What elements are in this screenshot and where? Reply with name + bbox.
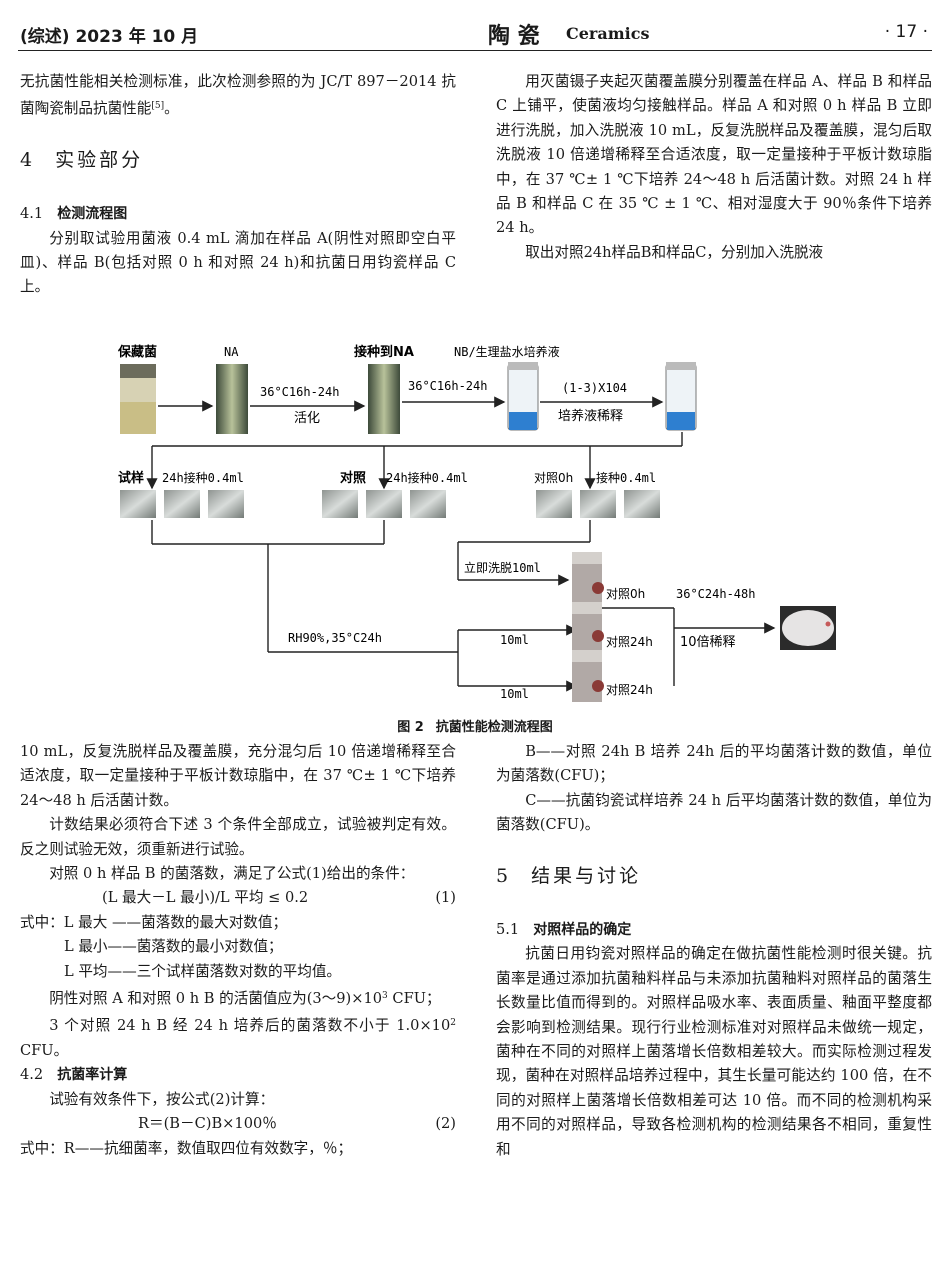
caption-title: 抗菌性能检测流程图 (435, 720, 553, 735)
definition: B——对照 24h B 培养 24h 后的平均菌落计数的数值，单位为菌落数(CF… (496, 743, 932, 785)
label-dilute10: 10倍稀释 (680, 635, 736, 650)
section-heading-5: 5 结果与讨论 (496, 864, 932, 888)
label-c0h: 对照0h (606, 587, 645, 601)
equation-1: (L 最大－L 最小)/L 平均 ≤ 0.2 (1) (20, 886, 456, 910)
nb-broth-tube-image (507, 362, 539, 431)
subsection-title: 对照样品的确定 (533, 922, 632, 939)
label-stock: 保藏菌 (117, 344, 157, 360)
label-nb-medium: NB/生理盐水培养液 (454, 344, 560, 359)
definition: 式中：L 最大 ——菌落数的最大对数值； (20, 913, 288, 931)
label-sample: 试样 (118, 470, 144, 486)
control-0h-plates (536, 490, 660, 518)
label-wash-now: 立即洗脱10ml (464, 560, 541, 575)
section-number: 4 (20, 148, 36, 171)
paragraph: 对照 0 h 样品 B 的菌落数，满足了公式(1)给出的条件： (49, 865, 415, 883)
paragraph: 抗菌日用钧瓷对照样品的确定在做抗菌性能检测时很关键。抗菌率是通过添加抗菌釉料样品… (496, 945, 932, 1158)
figure-caption: 图 2 抗菌性能检测流程图 (0, 716, 950, 735)
right-column-bottom: B——对照 24h B 培养 24h 后的平均菌落计数的数值，单位为菌落数(CF… (496, 740, 932, 1162)
paragraph-text: CFU。 (20, 1041, 69, 1059)
paragraph: 无抗菌性能相关检测标准，此次检测参照的为 JC/T 897－2014 抗菌陶瓷制… (20, 70, 456, 122)
label-inoc-0h: 接种0.4ml (596, 470, 656, 485)
subsection-number: 4.1 (20, 205, 44, 223)
paragraph-text: CFU； (387, 990, 441, 1008)
sample-plates (120, 490, 244, 518)
subsection-heading-5-1: 5.1 对照样品的确定 (496, 918, 932, 942)
definition: 式中：R——抗细菌率，数值取四位有效数字，％； (20, 1139, 353, 1157)
na-inoculated-tube-image (368, 364, 400, 434)
journal-title-cn: 陶 瓷 (488, 23, 540, 49)
paragraph: 试验有效条件下，按公式(2)计算： (49, 1090, 275, 1108)
section-title: 结果与讨论 (531, 864, 642, 887)
flowchart-figure: 保藏菌 NA 接种到NA NB/生理盐水培养液 36°C16h-24h 活化 3… (112, 340, 842, 705)
paragraph: 分别取试验用菌液 0.4 mL 滴加在样品 A(阴性对照即空白平皿)、样品 B(… (20, 229, 456, 296)
paragraph-text: 3 个对照 24 h B 经 24 h 培养后的菌落数不小于 1.0×10 (49, 1017, 451, 1035)
subsection-title: 抗菌率计算 (57, 1067, 128, 1084)
label-inoc-24h-1: 24h接种0.4ml (162, 470, 244, 485)
na-tube-image (216, 364, 248, 434)
subsection-heading-4-1: 4.1 检测流程图 (20, 202, 456, 226)
section-heading-4: 4 实验部分 (20, 148, 456, 172)
equation-number: (2) (435, 1115, 456, 1133)
equation-text: R＝(B－C)B×100％ (138, 1115, 277, 1133)
equation-number: (1) (435, 889, 456, 907)
right-column-top: 用灭菌镊子夹起灭菌覆盖膜分别覆盖在样品 A、样品 B 和样品 C 上铺平，使菌液… (496, 70, 932, 265)
control-24h-plates (322, 490, 446, 518)
label-control-0h: 对照0h (534, 471, 573, 485)
journal-title-en: Ceramics (566, 24, 650, 43)
wash-tubes-0h (572, 552, 604, 604)
definition: C——抗菌钧瓷试样培养 24 h 后平均菌落计数的数值，单位为菌落数(CFU)。 (496, 791, 932, 834)
label-inoculate-na: 接种到NA (354, 344, 414, 360)
paragraph: 10 mL，反复洗脱样品及覆盖膜，充分混匀后 10 倍递增稀释至合适浓度，取一定… (20, 743, 456, 809)
stock-culture-image (120, 364, 156, 434)
label-10ml-b: 10ml (500, 687, 529, 701)
equation-text: (L 最大－L 最小)/L 平均 ≤ 0.2 (102, 889, 309, 907)
header-rule (18, 50, 932, 51)
wash-tubes-24h-b (572, 650, 604, 702)
label-c24h-b: 对照24h (606, 683, 653, 697)
superscript: 2 (450, 1018, 456, 1029)
caption-number: 图 2 (397, 720, 424, 735)
issue-label: (综述) 2023 年 10 月 (20, 27, 199, 47)
page-number: · 17 · (884, 22, 928, 42)
label-rh: RH90%,35°C24h (288, 631, 382, 645)
subsection-number: 4.2 (20, 1066, 44, 1084)
section-number: 5 (496, 864, 512, 887)
paragraph-text: 。 (164, 100, 179, 118)
subsection-number: 5.1 (496, 921, 520, 939)
diluted-broth-tube-image (665, 362, 697, 431)
left-column-top: 无抗菌性能相关检测标准，此次检测参照的为 JC/T 897－2014 抗菌陶瓷制… (20, 70, 456, 300)
label-na: NA (224, 345, 239, 359)
agar-plate-image (780, 606, 836, 650)
subsection-title: 检测流程图 (57, 206, 128, 223)
paragraph-text: 无抗菌性能相关检测标准，此次检测参照的为 JC/T 897－2014 抗菌陶瓷制… (20, 73, 456, 118)
definition: L 最小——菌落数的最小对数值； (64, 938, 283, 956)
label-inoc-24h-2: 24h接种0.4ml (386, 470, 468, 485)
label-cond1: 36°C16h-24h (260, 385, 339, 399)
citation: [5] (151, 101, 165, 112)
label-c24h-a: 对照24h (606, 635, 653, 649)
paragraph: 计数结果必须符合下述 3 个条件全部成立，试验被判定有效。反之则试验无效，须重新… (20, 816, 456, 858)
label-incubate: 36°C24h-48h (676, 587, 755, 601)
flowchart-diagram: 保藏菌 NA 接种到NA NB/生理盐水培养液 36°C16h-24h 活化 3… (117, 344, 836, 702)
paragraph: 用灭菌镊子夹起灭菌覆盖膜分别覆盖在样品 A、样品 B 和样品 C 上铺平，使菌液… (496, 73, 932, 237)
wash-tubes-24h-a (572, 602, 604, 652)
paragraph: 3 个对照 24 h B 经 24 h 培养后的菌落数不小于 1.0×102 C… (20, 1011, 456, 1063)
section-title: 实验部分 (55, 148, 144, 171)
label-cond2: 36°C16h-24h (408, 379, 487, 393)
page-header: (综述) 2023 年 10 月 陶 瓷 Ceramics · 17 · (0, 0, 950, 52)
superscript: 3 (382, 991, 388, 1002)
subsection-heading-4-2: 4.2 抗菌率计算 (20, 1063, 456, 1087)
paragraph: 阴性对照 A 和对照 0 h B 的活菌值应为(3～9)×103 CFU； (20, 984, 456, 1011)
label-dilution: (1-3)X104 (562, 381, 627, 395)
left-column-bottom: 10 mL，反复洗脱样品及覆盖膜，充分混匀后 10 倍递增稀释至合适浓度，取一定… (20, 740, 456, 1161)
paragraph-text: 阴性对照 A 和对照 0 h B 的活菌值应为(3～9)×10 (49, 990, 383, 1008)
label-10ml-a: 10ml (500, 633, 529, 647)
equation-2: R＝(B－C)B×100％ (2) (20, 1112, 456, 1136)
label-dilute-medium: 培养液稀释 (558, 408, 623, 424)
label-control: 对照 (340, 470, 366, 486)
definition: L 平均——三个试样菌落数对数的平均值。 (64, 962, 342, 980)
paragraph: 取出对照24h样品B和样品C，分别加入洗脱液 (525, 243, 824, 261)
label-activate: 活化 (294, 411, 320, 426)
